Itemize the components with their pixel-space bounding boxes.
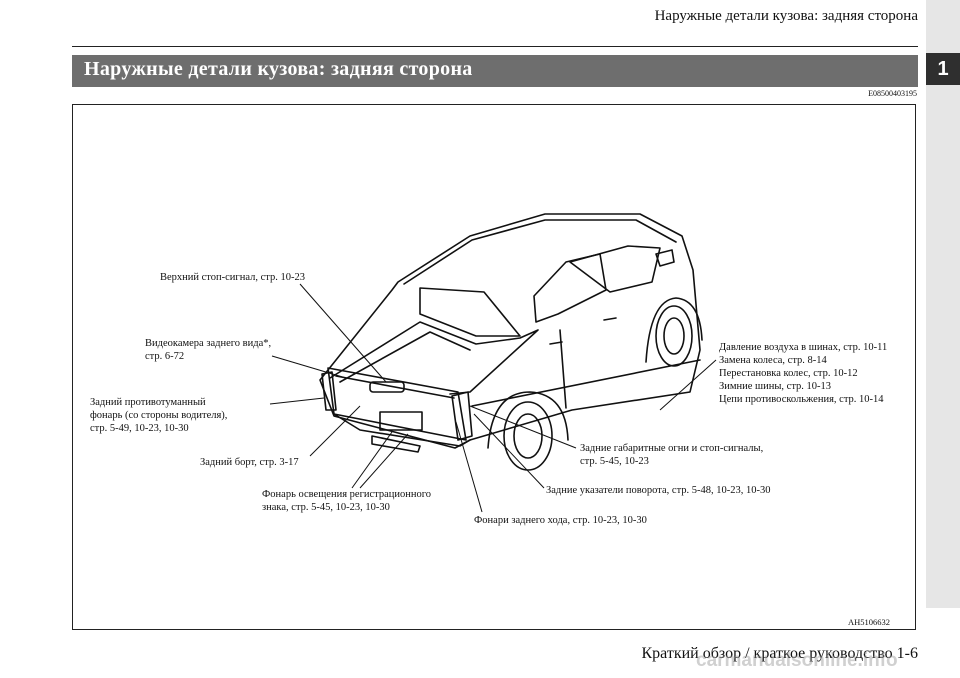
leader-turn <box>473 413 545 489</box>
figure-id: AH5106632 <box>848 617 891 627</box>
callout-tail-lamps-line-2: стр. 5-45, 10-23 <box>580 456 649 467</box>
section-code: E08500403195 <box>868 89 917 98</box>
section-title: Наружные детали кузова: задняя сторона <box>84 58 473 80</box>
leader-tail <box>469 405 577 449</box>
callout-tyres-line-4: Зимние шины, стр. 10-13 <box>719 381 832 392</box>
leader-reverse <box>455 421 483 513</box>
leader-tailgate <box>309 405 361 457</box>
callout-tyres-line-2: Замена колеса, стр. 8-14 <box>719 355 827 366</box>
callout-tyres-line-3: Перестановка колес, стр. 10-12 <box>719 368 858 379</box>
page-footer: Краткий обзор / краткое руководство 1-6 <box>641 645 918 662</box>
callout-tail-lamps-line-1: Задние габаритные огни и стоп-сигналы, <box>580 443 764 454</box>
chapter-number: 1 <box>926 53 960 85</box>
callout-tyres-line-5: Цепи противоскольжения, стр. 10-14 <box>719 394 884 405</box>
callout-rear-fog-line-1: Задний противотуманный <box>90 397 206 408</box>
figure-frame <box>72 104 916 630</box>
leader-tyres <box>659 359 717 411</box>
callout-rear-fog-line-2: фонарь (со стороны водителя), <box>90 410 228 421</box>
running-header: Наружные детали кузова: задняя сторона <box>654 8 918 24</box>
callout-reversing-lamps: Фонари заднего хода, стр. 10-23, 10-30 <box>474 515 647 526</box>
chapter-side-tab: 1 <box>926 0 960 608</box>
callout-plate-lamp-line-2: знака, стр. 5-45, 10-23, 10-30 <box>262 502 390 513</box>
leader-high-stop <box>299 283 387 383</box>
callout-tailgate: Задний борт, стр. 3-17 <box>200 457 299 468</box>
watermark: carmanualsonline.info <box>696 650 898 671</box>
leader-fog <box>269 397 325 405</box>
section-title-bar: Наружные детали кузова: задняя сторона <box>72 55 918 87</box>
callout-high-mount-stop-lamp: Верхний стоп-сигнал, стр. 10-23 <box>160 272 305 283</box>
leader-camera <box>271 355 347 379</box>
callout-turn-signals: Задние указатели поворота, стр. 5-48, 10… <box>546 485 771 496</box>
leader-plate-a <box>351 431 393 489</box>
callout-plate-lamp-line-1: Фонарь освещения регистрационного <box>262 489 432 500</box>
callout-rear-camera-line-2: стр. 6-72 <box>145 351 185 362</box>
callout-tyres-line-1: Давление воздуха в шинах, стр. 10-11 <box>719 342 888 353</box>
callout-rear-camera-line-1: Видеокамера заднего вида*, <box>145 338 272 349</box>
callout-rear-fog-line-3: стр. 5-49, 10-23, 10-30 <box>90 423 189 434</box>
header-rule <box>72 46 918 47</box>
leader-plate-b <box>359 433 409 489</box>
